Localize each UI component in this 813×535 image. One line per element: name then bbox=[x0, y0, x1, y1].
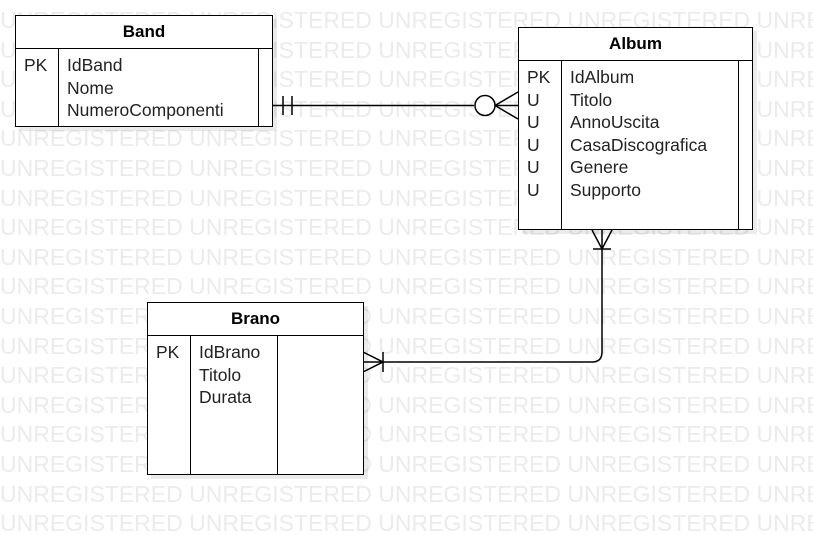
key-marker: PK bbox=[156, 342, 180, 362]
attribute-column: IdBrano Titolo Durata bbox=[191, 336, 279, 474]
entity-title: Album bbox=[519, 28, 752, 61]
key-marker: U bbox=[527, 157, 540, 177]
album-crowfoot-bottom bbox=[494, 104, 519, 120]
key-column: PK U U U U U bbox=[519, 61, 562, 229]
key-marker: U bbox=[527, 134, 540, 155]
key-marker: PK bbox=[527, 67, 551, 87]
album-brano-connector[interactable] bbox=[363, 230, 603, 363]
album-crowfoot-left bbox=[591, 229, 603, 250]
attribute-column: IdAlbum Titolo AnnoUscita CasaDiscografi… bbox=[562, 61, 740, 229]
attribute-column: IdBand Nome NumeroComponenti bbox=[59, 49, 259, 126]
entity-brano[interactable]: Brano PK IdBrano Titolo Durata bbox=[147, 302, 364, 475]
attribute-name[interactable]: Nome bbox=[67, 77, 114, 98]
attribute-name[interactable]: Genere bbox=[570, 157, 629, 177]
attribute-name[interactable]: Titolo bbox=[570, 89, 613, 110]
entity-band[interactable]: Band PK IdBand Nome NumeroComponenti bbox=[15, 15, 273, 127]
attribute-name[interactable]: IdBand bbox=[67, 55, 123, 75]
key-column: PK bbox=[16, 49, 59, 126]
attribute-name[interactable]: IdAlbum bbox=[570, 67, 635, 87]
entity-album[interactable]: Album PK U U U U U IdAlbum Titolo AnnoUs… bbox=[518, 27, 753, 230]
key-marker: PK bbox=[24, 55, 48, 75]
attribute-name[interactable]: Supporto bbox=[570, 179, 642, 200]
attribute-name[interactable]: IdBrano bbox=[199, 342, 261, 362]
attribute-name[interactable]: NumeroComponenti bbox=[67, 100, 224, 120]
key-column: PK bbox=[148, 336, 191, 474]
attribute-name[interactable]: AnnoUscita bbox=[570, 112, 660, 132]
attribute-name[interactable]: CasaDiscografica bbox=[570, 134, 708, 155]
extra-column bbox=[258, 49, 272, 126]
album-crowfoot-right bbox=[601, 229, 613, 250]
album-crowfoot-top bbox=[494, 91, 519, 107]
key-marker: U bbox=[527, 112, 540, 132]
entity-title: Brano bbox=[148, 303, 363, 336]
extra-column bbox=[738, 61, 752, 229]
entity-title: Band bbox=[16, 16, 272, 49]
brano-crowfoot-top bbox=[362, 351, 384, 363]
key-marker: U bbox=[527, 89, 540, 110]
key-marker: U bbox=[527, 179, 540, 200]
extra-column bbox=[277, 336, 363, 474]
brano-crowfoot-bottom bbox=[362, 361, 384, 373]
album-optional-circle bbox=[474, 94, 496, 117]
attribute-name[interactable]: Durata bbox=[199, 387, 252, 407]
attribute-name[interactable]: Titolo bbox=[199, 364, 242, 385]
